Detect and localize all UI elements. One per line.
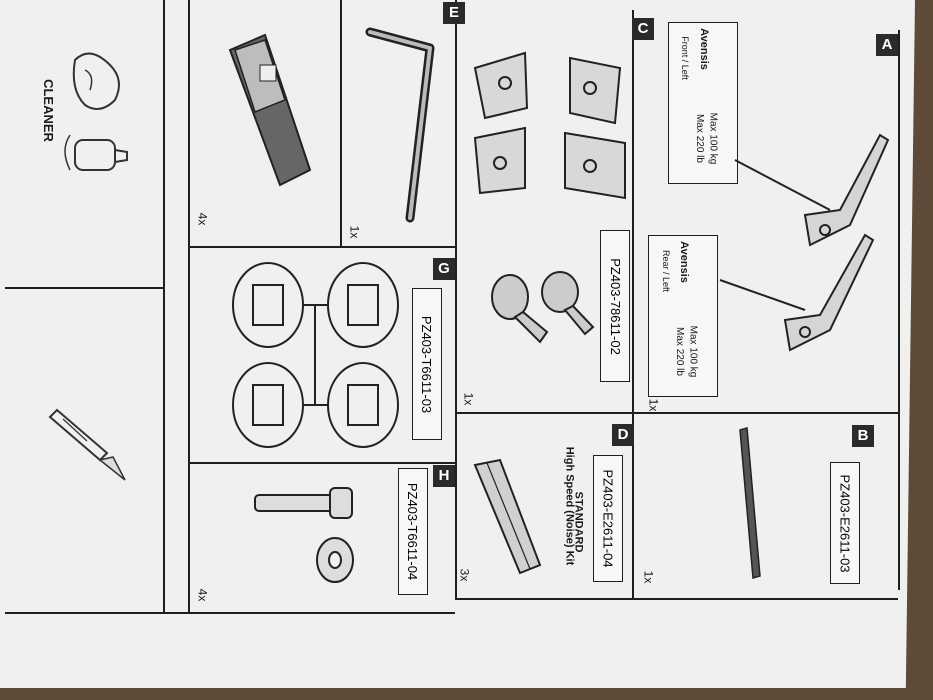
cleaner-label: CLEANER <box>40 79 56 142</box>
grid-line <box>5 287 163 289</box>
section-badge-h: H <box>433 465 455 487</box>
section-badge-e: E <box>443 2 465 24</box>
grid-line <box>632 10 634 600</box>
load-info-rear: Avensis Rear / Left Max 100 kg Max 220 l… <box>648 235 718 397</box>
clamp-strip-illustration <box>228 33 312 187</box>
key-pair-illustration <box>491 271 595 344</box>
grid-line <box>188 462 455 464</box>
end-cap-set-illustration <box>232 262 399 448</box>
section-badge-d: D <box>612 424 634 446</box>
grid-line <box>340 0 342 248</box>
section-badge-c: C <box>632 18 654 40</box>
quantity-label: 1x <box>461 392 476 406</box>
section-badge-b: B <box>852 425 874 447</box>
grid-line <box>898 30 900 590</box>
grid-line <box>455 0 457 598</box>
wind-deflector-strip-illustration <box>473 458 542 575</box>
load-info-front: Avensis Front / Left Max 100 kg Max 220 … <box>668 22 738 184</box>
grid-line <box>188 246 455 248</box>
grid-line <box>188 0 190 612</box>
rubber-strip-illustration <box>739 427 761 579</box>
bolt-and-washer-illustration <box>254 487 354 583</box>
hand-cleaning-illustration <box>64 52 128 171</box>
grid-line <box>455 412 898 414</box>
part-number-label: PZ403-T6611-03 <box>412 288 442 440</box>
roof-bar-arms-illustration <box>719 133 890 352</box>
quantity-label: 4x <box>195 212 210 226</box>
quantity-label: 3x <box>457 568 472 582</box>
part-number-label: PZ403-78611-02 <box>600 230 630 382</box>
section-badge-a: A <box>876 34 898 56</box>
quantity-label: 4x <box>195 588 210 602</box>
utility-knife-illustration <box>48 408 126 481</box>
section-badge-g: G <box>433 258 455 280</box>
instruction-sheet: CLEANER E 4x 1x C PZ403-78611-02 <box>0 0 915 688</box>
grid-line <box>455 598 898 600</box>
hex-key-illustration <box>365 27 435 223</box>
quantity-label: 1x <box>646 398 661 412</box>
grid-line <box>5 612 455 614</box>
part-number-label: PZ403-E2611-04 <box>593 455 623 582</box>
part-number-label: PZ403-T6611-04 <box>398 468 428 595</box>
foot-pad-set-illustration <box>473 51 626 200</box>
kit-subtitle: High Speed (Noise) Kit <box>563 446 576 566</box>
quantity-label: 1x <box>347 225 362 239</box>
part-number-label: PZ403-E2611-03 <box>830 462 860 584</box>
grid-line <box>163 0 165 612</box>
quantity-label: 1x <box>641 570 656 584</box>
